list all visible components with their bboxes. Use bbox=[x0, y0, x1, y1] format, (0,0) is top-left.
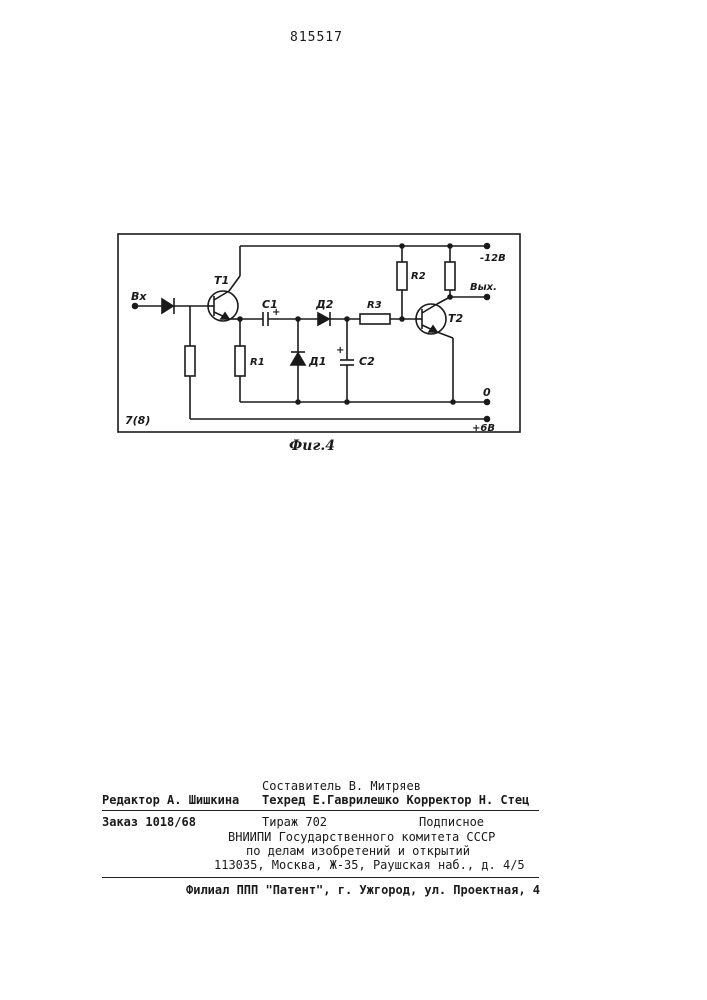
patent-number: 815517 bbox=[290, 30, 343, 45]
imprint-address: 113035, Москва, Ж-35, Раушская наб., д. … bbox=[214, 858, 525, 872]
ground-terminal bbox=[485, 400, 490, 405]
transistor-t2 bbox=[415, 304, 446, 334]
circuit-diagram: Вх Т1 С1 + R1 Д1 Д2 + С2 R3 R2 Т2 -12В В… bbox=[110, 228, 530, 443]
resistor-r2 bbox=[397, 262, 407, 290]
label-d1: Д1 bbox=[308, 355, 326, 368]
base-resistor bbox=[185, 346, 195, 376]
figure-caption: Фиг.4 bbox=[289, 438, 335, 454]
label-input: Вх bbox=[131, 290, 147, 303]
label-r3: R3 bbox=[367, 300, 382, 311]
resistor-r3 bbox=[360, 314, 390, 324]
resistor-r1 bbox=[235, 346, 245, 376]
label-r2: R2 bbox=[411, 271, 426, 282]
diode-d2 bbox=[318, 312, 330, 326]
supply-pos-terminal bbox=[485, 417, 490, 422]
supply-neg-terminal bbox=[485, 244, 490, 249]
imprint-org-line1: ВНИИПИ Государственного комитета СССР bbox=[228, 830, 495, 844]
label-ground: 0 bbox=[483, 386, 491, 399]
label-output: Вых. bbox=[470, 282, 497, 293]
label-t1: Т1 bbox=[214, 274, 229, 287]
capacitor-c2 bbox=[340, 360, 354, 365]
capacitor-c1 bbox=[263, 312, 268, 326]
imprint-subscription: Подписное bbox=[419, 815, 484, 829]
imprint-techred-corrector: Техред Е.Гаврилешко Корректор Н. Стец bbox=[262, 793, 529, 807]
imprint-compiler: Составитель В. Митряев bbox=[262, 779, 421, 793]
imprint-editor: Редактор А. Шишкина bbox=[102, 793, 239, 807]
diode-d1 bbox=[291, 352, 305, 365]
imprint-rule-top bbox=[102, 810, 539, 811]
imprint-circulation: Тираж 702 bbox=[262, 815, 327, 829]
output-terminal bbox=[485, 295, 490, 300]
label-c2-plus: + bbox=[336, 345, 344, 356]
imprint-rule-bottom bbox=[102, 877, 539, 878]
label-d2: Д2 bbox=[315, 298, 334, 311]
label-supply-neg: -12В bbox=[480, 253, 506, 264]
label-c2: С2 bbox=[359, 355, 375, 368]
imprint-order: Заказ 1018/68 bbox=[102, 815, 196, 829]
label-t2: Т2 bbox=[448, 312, 464, 325]
label-c1-plus: + bbox=[272, 307, 280, 318]
input-diode bbox=[162, 298, 174, 314]
imprint-org-line2: по делам изобретений и открытий bbox=[246, 844, 470, 858]
collector-resistor bbox=[445, 262, 455, 290]
label-supply-pos: +6В bbox=[472, 423, 495, 434]
label-block: 7(8) bbox=[125, 414, 150, 427]
transistor-t1 bbox=[208, 291, 238, 321]
imprint-branch: Филиал ППП "Патент", г. Ужгород, ул. Про… bbox=[186, 883, 540, 897]
label-r1: R1 bbox=[250, 357, 265, 368]
